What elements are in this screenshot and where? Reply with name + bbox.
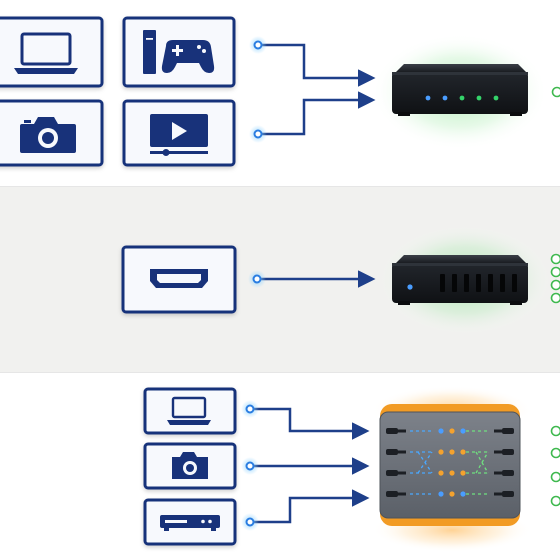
port-dot (241, 457, 259, 475)
game-console-icon (143, 30, 215, 74)
input-card-hdmi (121, 245, 237, 314)
switch-output-ports (494, 428, 514, 497)
matrix-switch-device (372, 386, 532, 552)
connection-lines-matrix (250, 407, 370, 524)
switch-input-ports (386, 428, 406, 497)
video-player-icon (150, 114, 208, 156)
input-card-laptop-small (143, 387, 237, 435)
hdmi-port-icon (150, 269, 208, 288)
switch-routing-paths (410, 430, 490, 495)
port-dot (249, 125, 267, 143)
router-device (372, 34, 548, 150)
media-player-icon (160, 515, 220, 531)
power-led (407, 284, 413, 290)
section-divider (0, 372, 560, 373)
port-dot (241, 400, 259, 418)
status-indicator (550, 425, 560, 507)
input-card-laptop (0, 16, 104, 88)
port-dot (249, 36, 267, 54)
status-indicator (551, 86, 560, 98)
camera-icon (172, 452, 208, 479)
laptop-icon (14, 32, 78, 74)
input-card-game-console (122, 16, 236, 88)
port-dot (248, 270, 266, 288)
laptop-icon (167, 396, 211, 425)
input-card-camera-small (143, 442, 237, 490)
switch-led-grid (438, 428, 466, 497)
input-card-camera (0, 99, 104, 167)
section-divider (0, 186, 560, 187)
media-box-device (377, 224, 553, 336)
port-dot (241, 513, 259, 531)
input-card-video-player (122, 99, 236, 167)
connection-lines-router (258, 43, 376, 136)
status-indicator (550, 253, 560, 304)
vent-slots (440, 274, 517, 292)
router-leds (425, 95, 499, 101)
input-card-media-player (143, 498, 237, 546)
camera-icon (20, 117, 76, 153)
